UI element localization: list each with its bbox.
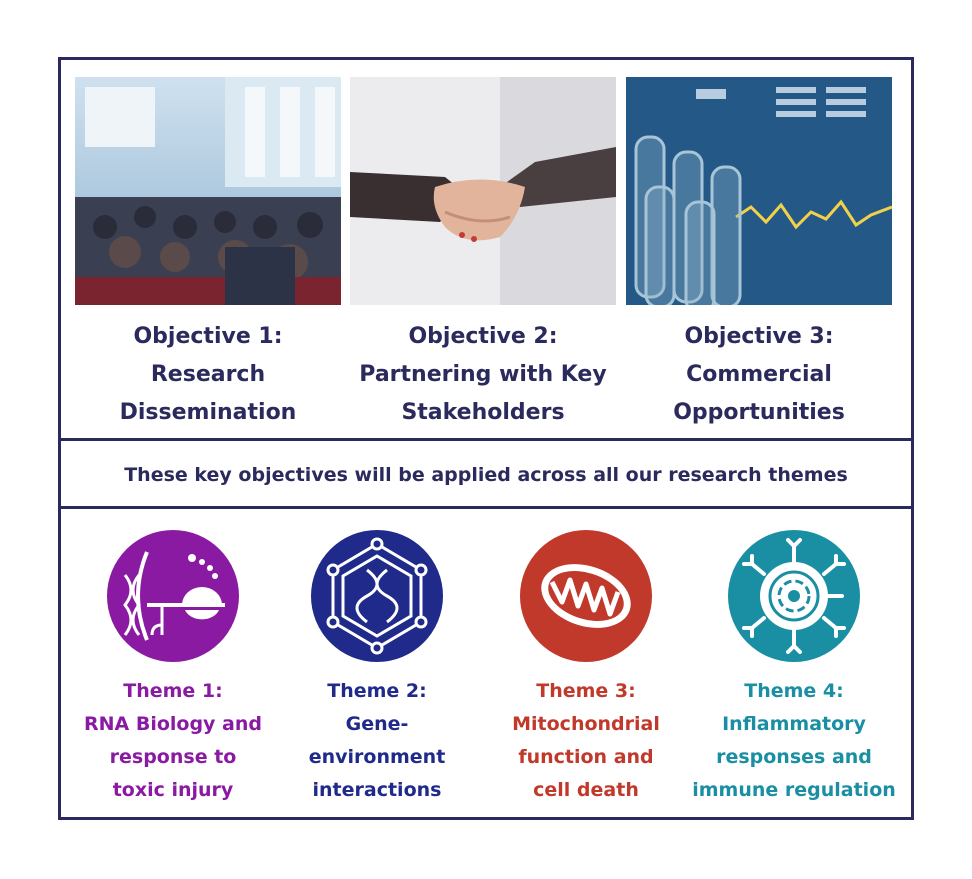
theme-2-line: Gene- (345, 713, 409, 735)
theme-2-line: environment (308, 746, 446, 768)
objectives-themes-panel: Objective 1: Research Dissemination Obje… (58, 57, 914, 820)
objective-3-title: Objective 3: Commercial Opportunities (626, 318, 892, 432)
theme-1-line: response to (109, 746, 237, 768)
theme-3-line: function and (518, 746, 654, 768)
dna-hexagon-icon (311, 530, 443, 662)
theme-4-line: Inflammatory (722, 713, 866, 735)
theme-3-line: Mitochondrial (512, 713, 660, 735)
objective-3-line: Commercial (686, 362, 832, 387)
theme-4-text: Theme 4: Inflammatory responses and immu… (689, 675, 899, 807)
divider (61, 506, 911, 509)
theme-3-line: cell death (533, 779, 639, 801)
theme-4-line: responses and (716, 746, 872, 768)
theme-4-heading: Theme 4: (744, 680, 844, 702)
theme-3-text: Theme 3: Mitochondrial function and cell… (481, 675, 691, 807)
theme-1-heading: Theme 1: (123, 680, 223, 702)
objective-2-title: Objective 2: Partnering with Key Stakeho… (350, 318, 616, 432)
theme-2-line: interactions (312, 779, 442, 801)
objective-1-line: Dissemination (119, 400, 297, 425)
objective-2-line: Partnering with Key (359, 362, 607, 387)
theme-2-text: Theme 2: Gene- environment interactions (272, 675, 482, 807)
objectives-banner: These key objectives will be applied acr… (124, 463, 848, 486)
theme-1-line: RNA Biology and (83, 713, 262, 735)
handshake-photo (350, 77, 616, 305)
objective-2-heading: Objective 2: (408, 324, 558, 349)
divider (61, 438, 911, 441)
objective-1-title: Objective 1: Research Dissemination (75, 318, 341, 432)
objective-3-heading: Objective 3: (684, 324, 834, 349)
theme-3-heading: Theme 3: (536, 680, 636, 702)
theme-2-heading: Theme 2: (327, 680, 427, 702)
immune-cell-icon (728, 530, 860, 662)
objective-1-heading: Objective 1: (133, 324, 283, 349)
theme-1-line: toxic injury (112, 779, 234, 801)
objective-3-line: Opportunities (673, 400, 845, 425)
objective-1-line: Research (150, 362, 266, 387)
test-tubes-market-data-photo (626, 77, 892, 305)
mitochondria-icon (520, 530, 652, 662)
theme-4-line: immune regulation (692, 779, 896, 801)
rna-dna-icon (107, 530, 239, 662)
objective-2-line: Stakeholders (401, 400, 565, 425)
conference-audience-photo (75, 77, 341, 305)
theme-1-text: Theme 1: RNA Biology and response to tox… (68, 675, 278, 807)
